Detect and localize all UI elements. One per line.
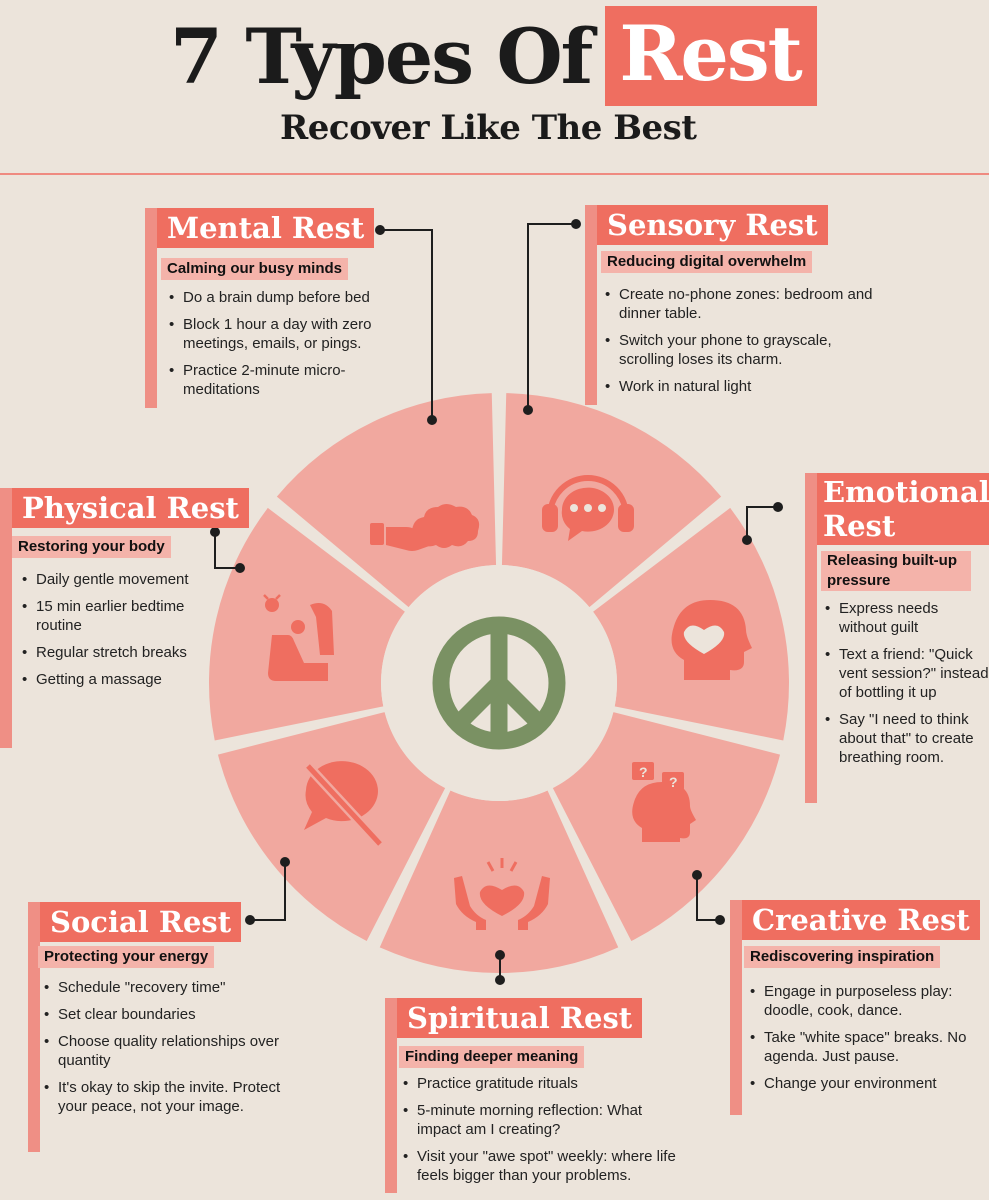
card-title: Physical Rest: [12, 488, 249, 528]
brain-hand-icon: [370, 504, 480, 551]
page-title: 7 Types Of Rest: [170, 0, 817, 112]
wheel-sector-sensory: [501, 393, 722, 608]
list-item: Switch your phone to grayscale, scrollin…: [603, 331, 873, 369]
bullet-list: Create no-phone zones: bedroom and dinne…: [603, 285, 873, 404]
list-item: Regular stretch breaks: [20, 643, 216, 662]
wheel-sector-physical: [208, 507, 405, 741]
card-tagline: Finding deeper meaning: [399, 1046, 585, 1068]
list-item: Take "white space" breaks. No agenda. Ju…: [748, 1028, 986, 1066]
card-title: Spiritual Rest: [397, 998, 643, 1038]
bullet-list: Practice gratitude rituals 5-minute morn…: [401, 1074, 685, 1193]
list-item: Daily gentle movement: [20, 570, 216, 589]
card-mental-rest: Mental Rest Calming our busy minds Do a …: [145, 208, 405, 408]
card-tagline: Releasing built-up pressure: [821, 551, 971, 591]
list-item: Block 1 hour a day with zero meetings, e…: [167, 315, 407, 353]
card-title: Social Rest: [40, 902, 242, 942]
card-title: Mental Rest: [157, 208, 375, 248]
bullet-list: Express needs without guilt Text a frien…: [823, 599, 989, 775]
bullet-list: Schedule "recovery time" Set clear bound…: [42, 978, 286, 1124]
card-title: Sensory Rest: [597, 205, 828, 245]
bullet-list: Daily gentle movement 15 min earlier bed…: [20, 570, 216, 697]
list-item: 15 min earlier bedtime routine: [20, 597, 216, 635]
svg-text:?: ?: [639, 764, 648, 780]
list-item: Practice 2-minute micro-meditations: [167, 361, 407, 399]
title-highlight: Rest: [605, 6, 817, 106]
wheel-sector-social: [217, 712, 446, 942]
bullet-list: Do a brain dump before bed Block 1 hour …: [167, 288, 407, 407]
connector-lines: [210, 219, 783, 985]
card-tagline: Calming our busy minds: [161, 258, 349, 280]
hands-heart-icon: [454, 858, 550, 930]
list-item: Visit your "awe spot" weekly: where life…: [401, 1147, 685, 1185]
headset-chat-icon: [542, 475, 634, 541]
title-main: 7 Types Of: [170, 11, 593, 101]
card-emotional-rest: Emotional Rest Releasing built-up pressu…: [805, 473, 989, 803]
bullet-list: Engage in purposeless play: doodle, cook…: [748, 982, 986, 1101]
list-item: Text a friend: "Quick vent session?" ins…: [823, 645, 989, 702]
card-tagline: Protecting your energy: [38, 946, 215, 968]
card-tagline: Reducing digital overwhelm: [601, 251, 813, 273]
list-item: Schedule "recovery time": [42, 978, 286, 997]
connector-sensory: [527, 223, 576, 410]
list-item: Choose quality relationships over quanti…: [42, 1032, 286, 1070]
page-subtitle: Recover Like The Best: [280, 108, 697, 148]
connector-emotional: [746, 506, 778, 540]
card-tagline: Restoring your body: [12, 536, 171, 558]
peace-symbol-icon: [432, 616, 566, 750]
wheel-sector-spiritual: [379, 790, 619, 973]
card-social-rest: Social Rest Protecting your energy Sched…: [28, 902, 288, 1152]
card-title: Emotional Rest: [817, 473, 989, 545]
connector-creative: [696, 875, 720, 921]
no-chat-icon: [304, 761, 384, 848]
list-item: Create no-phone zones: bedroom and dinne…: [603, 285, 873, 323]
list-item: Getting a massage: [20, 670, 216, 689]
wheel-sector-mental: [276, 393, 497, 608]
card-physical-rest: Physical Rest Restoring your body Daily …: [0, 488, 249, 748]
card-sensory-rest: Sensory Rest Reducing digital overwhelm …: [585, 205, 875, 405]
card-tagline: Rediscovering inspiration: [744, 946, 941, 968]
svg-text:?: ?: [669, 774, 678, 790]
recliner-alarm-icon: [263, 594, 334, 681]
card-spiritual-rest: Spiritual Rest Finding deeper meaning Pr…: [385, 998, 685, 1193]
list-item: 5-minute morning reflection: What impact…: [401, 1101, 685, 1139]
list-item: Do a brain dump before bed: [167, 288, 407, 307]
list-item: It's okay to skip the invite. Protect yo…: [42, 1078, 286, 1116]
list-item: Engage in purposeless play: doodle, cook…: [748, 982, 986, 1020]
list-item: Change your environment: [748, 1074, 986, 1093]
list-item: Practice gratitude rituals: [401, 1074, 685, 1093]
card-creative-rest: Creative Rest Rediscovering inspiration …: [730, 900, 989, 1115]
list-item: Say "I need to think about that" to crea…: [823, 710, 989, 767]
header-divider: [0, 173, 989, 175]
list-item: Express needs without guilt: [823, 599, 989, 637]
list-item: Work in natural light: [603, 377, 873, 396]
head-question-icon: ? ?: [632, 762, 696, 842]
card-title: Creative Rest: [742, 900, 980, 940]
connector-physical: [214, 532, 240, 569]
head-heart-icon: [671, 600, 752, 680]
connector-mental: [380, 229, 433, 420]
connector-social: [250, 862, 286, 921]
list-item: Set clear boundaries: [42, 1005, 286, 1024]
